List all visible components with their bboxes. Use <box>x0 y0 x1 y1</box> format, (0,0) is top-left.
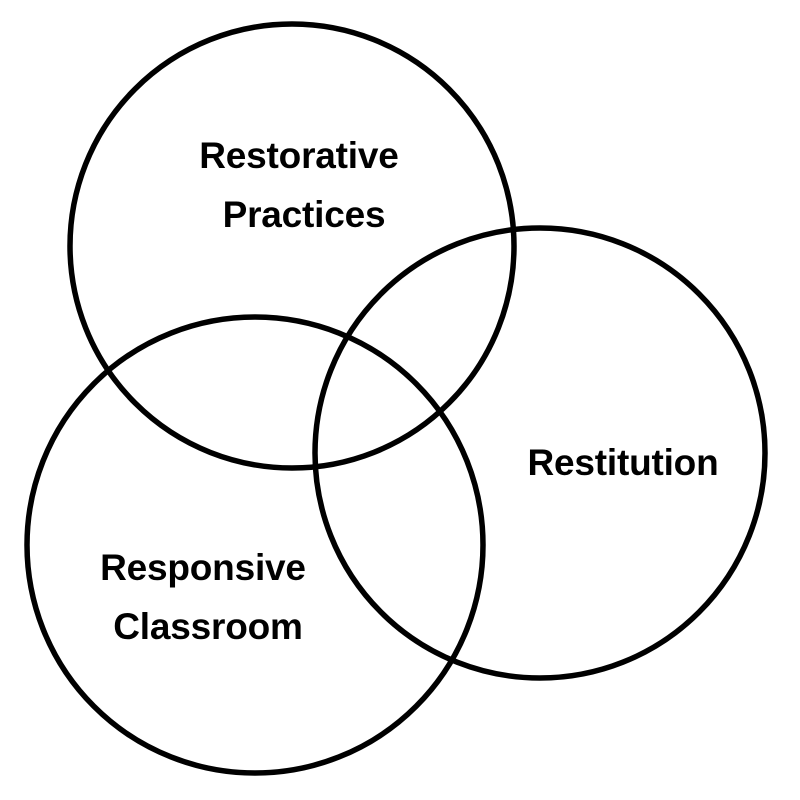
label-restorative-practices: Restorative Practices <box>199 135 408 235</box>
circle-restitution[interactable] <box>312 225 768 681</box>
label-restorative-practices-line2: Practices <box>223 194 386 235</box>
label-responsive-classroom-line2: Classroom <box>113 606 302 647</box>
circle-restorative-practices[interactable] <box>67 21 517 471</box>
label-responsive-classroom: Responsive Classroom <box>100 547 316 647</box>
label-restitution-line1: Restitution <box>527 442 718 483</box>
label-restitution: Restitution <box>527 442 718 483</box>
label-restorative-practices-line1: Restorative <box>199 135 398 176</box>
circle-responsive-classroom[interactable] <box>24 314 486 776</box>
label-responsive-classroom-line1: Responsive <box>100 547 306 588</box>
